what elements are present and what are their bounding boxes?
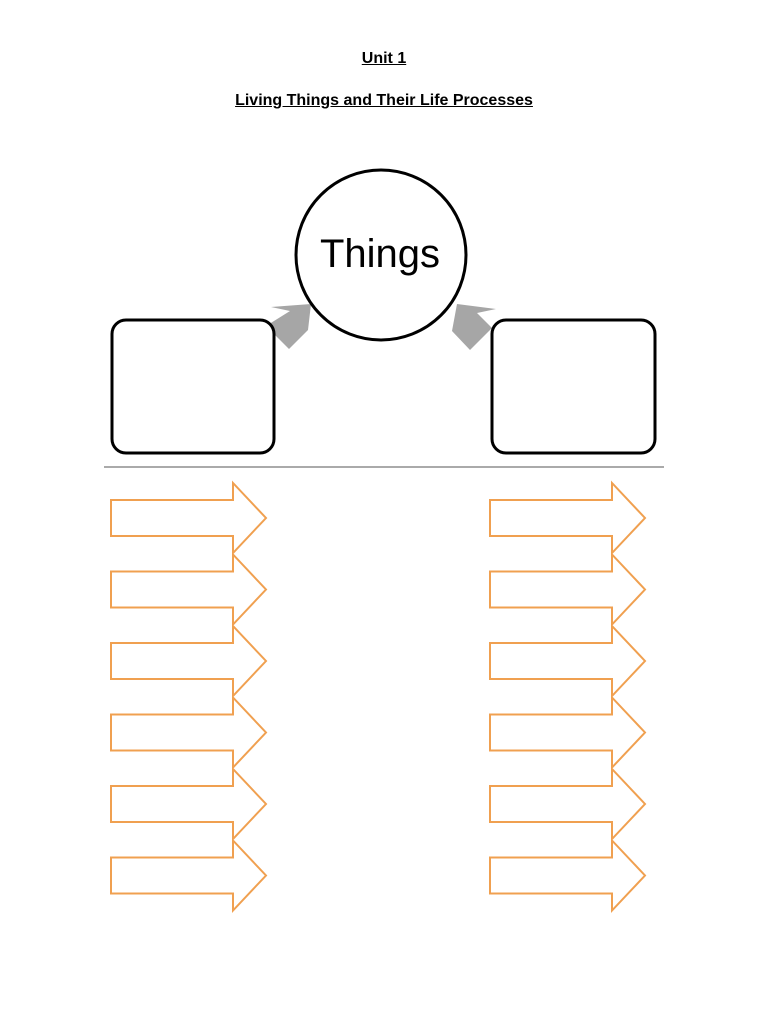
right-write-arrow-4[interactable]: [489, 694, 647, 771]
right-write-arrow-6[interactable]: [489, 837, 647, 914]
unit-title: Unit 1: [361, 50, 407, 67]
center-label: Things: [319, 232, 441, 276]
right-write-arrow-1[interactable]: [489, 480, 647, 556]
left-write-arrow-3[interactable]: [110, 623, 268, 699]
left-arrow-column: [110, 480, 268, 914]
right-pointer-arrow: [452, 304, 496, 350]
left-write-arrow-1[interactable]: [110, 480, 268, 556]
left-pointer-arrow: [266, 304, 311, 349]
right-write-arrow-3[interactable]: [489, 623, 647, 699]
right-arrow-column: [489, 480, 647, 914]
left-answer-box[interactable]: [110, 318, 276, 455]
left-write-arrow-4[interactable]: [110, 694, 268, 771]
right-answer-box[interactable]: [490, 318, 657, 455]
left-write-arrow-5[interactable]: [110, 766, 268, 842]
things-circle: [294, 168, 468, 342]
left-write-arrow-2[interactable]: [110, 551, 268, 628]
right-write-arrow-5[interactable]: [489, 766, 647, 842]
right-write-arrow-2[interactable]: [489, 551, 647, 628]
left-write-arrow-6[interactable]: [110, 837, 268, 914]
topic-title: Living Things and Their Life Processes: [235, 92, 533, 109]
